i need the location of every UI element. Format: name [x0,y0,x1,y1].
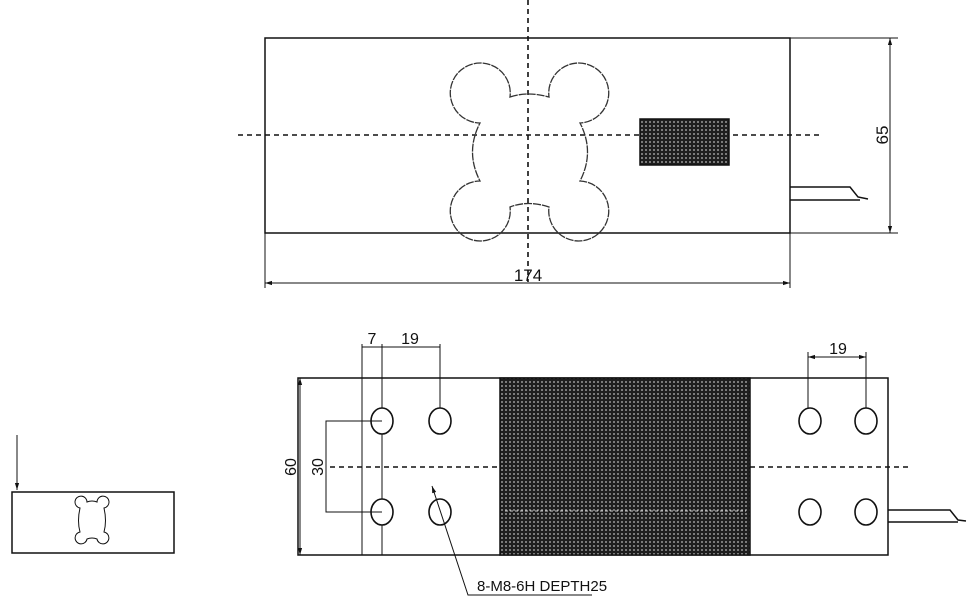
hole-spacing-left-label: 19 [401,331,419,348]
load-direction-diagram [11,435,175,554]
mounting-hole [854,498,878,526]
mounting-hole [428,498,452,526]
cable [888,509,967,523]
top-view: 65 174 [238,0,898,288]
width-dimension-label: 60 [283,458,300,476]
bending-beam-cutout [449,62,610,242]
hole-vertical-dimension [325,420,382,513]
hole-spacing-right-label: 19 [829,341,847,358]
edge-offset-label: 7 [368,331,377,348]
bottom-view: 7 19 19 60 30 8-M8-6H DEPTH25 [283,331,967,596]
mounting-hole [798,407,822,435]
hole-note-leader [431,485,592,596]
cutout-icon [74,495,110,545]
cable [790,186,869,201]
strain-gauge-cover [639,118,730,166]
mounting-hole [798,498,822,526]
sealing-cover [499,377,751,556]
mounting-hole [854,407,878,435]
hole-note: 8-M8-6H DEPTH25 [477,578,607,595]
length-dimension-label: 174 [514,266,542,285]
mounting-holes [370,407,878,526]
hole-vertical-spacing-label: 30 [310,458,327,476]
height-dimension-label: 65 [873,126,892,145]
mounting-hole [428,407,452,435]
load-cell-side-icon [11,491,175,554]
